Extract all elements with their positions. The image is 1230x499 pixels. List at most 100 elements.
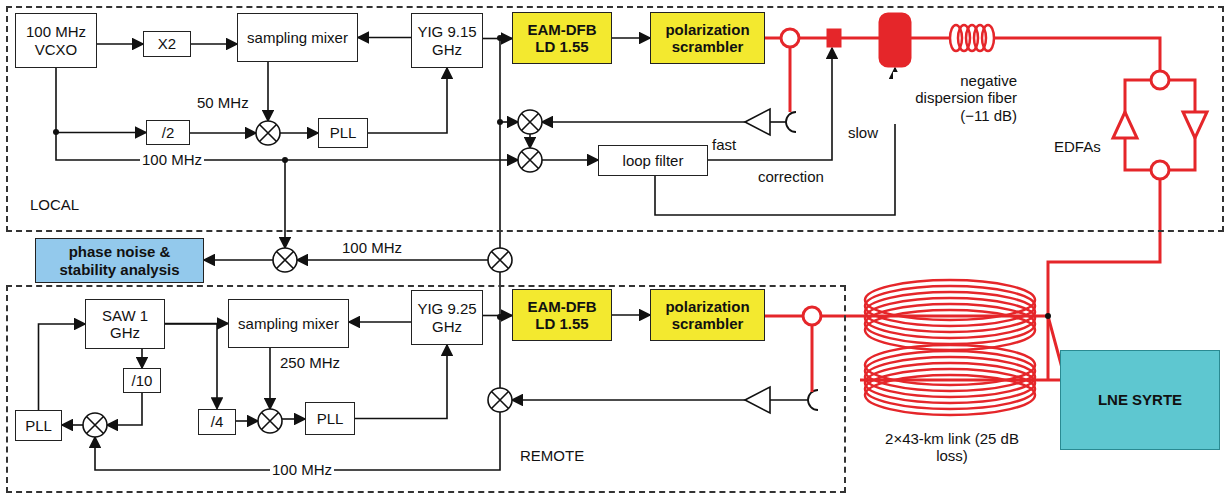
signal-connector — [165, 324, 217, 409]
box-label: 100 MHz VCXO — [19, 23, 93, 58]
box-label: polarization scrambler — [654, 298, 761, 333]
optical-component — [828, 30, 840, 46]
process-box: LNE SYRTE — [1060, 350, 1220, 450]
rf-wire — [284, 160, 286, 248]
rf-wire — [708, 48, 832, 160]
signal-connector — [483, 38, 512, 40]
optical-component — [781, 29, 799, 47]
signal-connector — [358, 37, 411, 39]
optical-component — [803, 307, 821, 325]
process-box: EAM-DFB LD 1.55 — [512, 12, 612, 64]
process-box: PLL — [318, 118, 368, 148]
rf-wire — [770, 399, 808, 401]
process-box: YIG 9.25 GHz — [411, 290, 483, 345]
signal-label: 2×43-km link (25 dB loss) — [880, 430, 1024, 465]
box-label: phase noise & stability analysis — [39, 243, 200, 278]
box-label: loop filter — [623, 152, 684, 169]
signal-connector — [355, 345, 447, 419]
signal-connector — [141, 349, 143, 368]
box-label: LNE SYRTE — [1098, 391, 1182, 408]
optical-component — [781, 14, 1207, 325]
signal-label: 100 MHz — [270, 461, 334, 478]
mixer-symbol — [522, 114, 539, 131]
process-box: sampling mixer — [237, 13, 358, 62]
optical-fiber — [840, 37, 880, 40]
box-label: X2 — [158, 35, 176, 52]
rf-wire — [542, 121, 745, 123]
rf-wire — [267, 62, 269, 121]
process-box: 100 MHz VCXO — [15, 13, 97, 68]
mixer-symbol — [258, 409, 282, 433]
signal-label: 100 MHz — [340, 239, 404, 256]
box-label: sampling mixer — [238, 315, 339, 332]
process-box: /2 — [146, 120, 190, 145]
optical-fiber — [995, 38, 1160, 71]
region-title: LOCAL — [30, 196, 79, 213]
mixer-symbol — [488, 388, 512, 412]
box-label: EAM-DFB LD 1.55 — [516, 298, 608, 333]
signal-label: negative dispersion fiber (−11 dB) — [893, 72, 1019, 124]
fiber-coil — [982, 25, 994, 51]
box-label: PLL — [25, 417, 52, 434]
mixer-symbol — [518, 148, 542, 172]
photodiode-symbol — [786, 112, 818, 410]
photodiode-symbol — [808, 390, 818, 410]
region-title: REMOTE — [520, 447, 584, 464]
optical-component — [880, 14, 910, 66]
process-box: PLL — [15, 410, 62, 441]
process-box: YIG 9.15 GHz — [411, 13, 483, 68]
optical-fiber — [765, 315, 803, 318]
mixer-symbol — [83, 413, 107, 437]
signal-connector — [368, 68, 447, 133]
signal-label: slow — [846, 124, 880, 141]
box-label: /4 — [211, 413, 224, 430]
photodiode-symbol — [786, 112, 796, 132]
box-label: /2 — [162, 124, 175, 141]
mixer-symbol — [492, 392, 509, 409]
process-box: PLL — [305, 402, 355, 435]
box-label: PLL — [330, 124, 357, 141]
signal-label: correction — [756, 168, 826, 185]
mixer-symbol — [256, 121, 280, 145]
optical-fiber — [821, 316, 1062, 368]
signal-connector — [483, 315, 512, 317]
process-box: loop filter — [598, 145, 708, 176]
rf-wire — [280, 132, 318, 134]
box-label: polarization scrambler — [654, 21, 761, 56]
fiber-coil — [865, 25, 1035, 415]
process-box: sampling mixer — [228, 299, 349, 348]
process-box: polarization scrambler — [650, 289, 765, 341]
process-box: /10 — [123, 368, 161, 393]
fiber-coil — [865, 375, 1035, 415]
signal-label: 50 MHz — [195, 94, 251, 111]
signal-connector — [612, 314, 650, 316]
signal-connector — [39, 324, 86, 410]
region-frame: REMOTE SAW 1 GHz sampling mixer YIG 9.25 GH… — [6, 285, 846, 493]
rf-wire — [236, 420, 258, 422]
rf-wire — [282, 418, 305, 420]
optical-fiber — [799, 37, 828, 40]
box-label: SAW 1 GHz — [89, 307, 161, 342]
process-box: phase noise & stability analysis — [35, 238, 204, 283]
box-label: /10 — [132, 372, 153, 389]
rf-wire — [499, 38, 501, 388]
rf-wire — [62, 424, 83, 426]
signal-label: EDFAs — [1052, 138, 1103, 155]
junction-dot — [1045, 313, 1051, 319]
box-label: PLL — [317, 410, 344, 427]
rf-wire — [269, 348, 271, 409]
optical-component — [1151, 71, 1169, 89]
signal-connector — [349, 321, 411, 323]
rf-wire — [297, 259, 488, 261]
rf-wire — [107, 393, 142, 425]
optical-fiber — [910, 37, 950, 40]
rf-wire — [56, 132, 518, 160]
rf-wire — [190, 132, 256, 134]
signal-connector — [56, 68, 146, 133]
rf-wire — [529, 134, 531, 148]
optical-component — [1183, 112, 1207, 138]
optical-component — [1113, 112, 1137, 138]
signal-connector — [612, 37, 650, 39]
box-label: sampling mixer — [247, 29, 348, 46]
